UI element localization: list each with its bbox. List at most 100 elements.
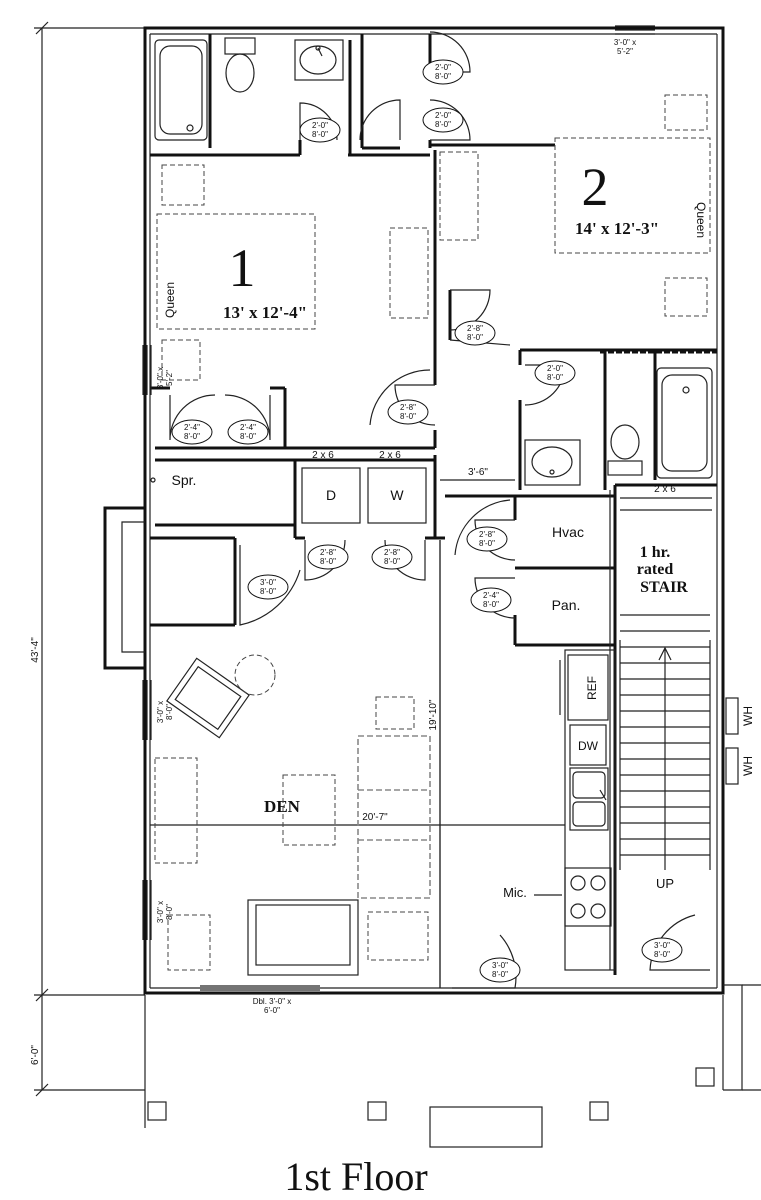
bedroom-2: Queen 2 14' x 12'-3" [439,94,711,317]
panel-label: Pan. [552,597,581,613]
door-tag-laundry-a: 2'-8"8'-0" [307,544,349,570]
floor-lamp [234,654,276,696]
dryer-label: D [326,487,336,503]
porch-step [429,1106,543,1148]
window-bedroom-1-label: 3'-0" x [156,367,165,389]
nightstand [161,339,201,381]
door-tag-oval [470,587,512,613]
window-bedroom-2-label: 5'-2" [617,47,633,56]
door-tag-text: 8'-0" [312,130,328,139]
door-tag-text: 3'-0" [654,941,670,950]
door-tag-oval [641,937,683,963]
bedroom-2-number: 2 [582,157,609,217]
stair: 1 hr. rated STAIR UP [619,497,712,891]
door-tag-bath2: 2'-0"8'-0" [534,360,576,386]
refrigerator [567,654,609,721]
toilet-2 [610,424,640,460]
refrigerator-label: REF [585,676,599,700]
door-tag-oval [422,107,464,133]
side-table [375,696,415,730]
stair-label-line3: STAIR [640,579,688,596]
window-den-lower-label: 3'-0" x [156,901,165,923]
porch-depth-label: 6'-0" [30,1045,41,1065]
door-tag-oval [454,320,496,346]
bedroom-1-number: 1 [229,238,256,298]
nightstand [664,277,708,317]
bed-1-label: Queen [163,282,177,318]
door-tag-text: 8'-0" [483,600,499,609]
water-heaters: WH WH [725,697,755,785]
door-tag-text: 8'-0" [467,333,483,342]
door-tag-oval [247,574,289,600]
door-tag-closet2b: 2'-0"8'-0" [422,107,464,133]
door-tag-text: 8'-0" [384,557,400,566]
door-tag-text: 8'-0" [435,72,451,81]
dryer [301,467,361,524]
armchair [166,657,250,739]
den-width-label: 20'-7" [362,812,388,823]
door-tag-text: 8'-0" [400,412,416,421]
bedroom-1: Queen 1 13' x 12'-4" [156,164,429,381]
water-heater-2-label: WH [741,756,755,776]
door-tag-text: 8'-0" [479,539,495,548]
stud-mid-label: 2 x 6 [379,450,401,461]
stair-label-line2: rated [637,561,674,578]
page-title: 1st Floor [284,1154,427,1199]
door-tag-closet1b: 2'-4"8'-0" [227,419,269,445]
door-tag-kitchen: 3'-0"8'-0" [479,957,521,983]
door-tag-oval [171,419,213,445]
door-tag-text: 8'-0" [240,432,256,441]
den-label: DEN [264,797,301,816]
door-tag-text: 3'-0" [260,578,276,587]
door-tag-text: 2'-4" [240,423,256,432]
porch-column [147,1101,167,1121]
doors [169,31,710,989]
interior-walls [150,34,717,988]
side-table [367,911,429,961]
door-tag-storage: 3'-0"8'-0" [247,574,289,600]
coffee-table [282,774,336,846]
window-bedroom-1-label: 5'-2" [165,370,174,386]
door-tag-text: 2'-0" [547,364,563,373]
door-tag-panel: 2'-4"8'-0" [470,587,512,613]
stud-right-label: 2 x 6 [654,484,676,495]
sink-1 [294,39,344,81]
queen-bed-1 [156,213,316,330]
door-tag-oval [307,544,349,570]
door-tags: 2'-0"8'-0"2'-0"8'-0"2'-0"8'-0"2'-8"8'-0"… [171,59,683,983]
door-tag-oval [466,526,508,552]
door-tag-text: 8'-0" [320,557,336,566]
window-den-upper-label: 3'-0" x [156,701,165,723]
porch-column [367,1101,387,1121]
drain-icon [186,124,194,132]
door-tag-text: 8'-0" [654,950,670,959]
stair-up-label: UP [656,876,674,891]
door-tag-text: 8'-0" [547,373,563,382]
window-bedroom-1: 3'-0" x 5'-2" [142,345,174,395]
porch-column [695,1067,715,1087]
door-tag-text: 3'-0" [492,961,508,970]
toilet-1 [225,53,255,93]
window-front-label: Dbl. 3'-0" x [253,997,292,1006]
door-tag-stair-door: 3'-0"8'-0" [641,937,683,963]
bedroom-1-size: 13' x 12'-4" [223,303,307,322]
porch [144,984,761,1148]
den: DEN 20'-7" 19'-10" [150,540,565,988]
overall-dimension: 43'-4" 6'-0" [30,21,145,1097]
door-tag-bed1-entry: 2'-8"8'-0" [387,399,429,425]
door-tag-text: 2'-8" [384,548,400,557]
door-tag-oval [227,419,269,445]
door-tag-closet2a: 2'-0"8'-0" [422,59,464,85]
door-tag-text: 2'-0" [435,63,451,72]
kitchen: REF DW Mic. [503,649,616,971]
microwave-label: Mic. [503,885,527,900]
sprinkler-label: Spr. [172,472,197,488]
washer [367,467,427,524]
door-tag-text: 2'-8" [479,530,495,539]
loveseat [247,899,359,976]
door-tag-oval [387,399,429,425]
window-bedroom-2: 3'-0" x 5'-2" [614,25,655,56]
door-tag-text: 8'-0" [260,587,276,596]
door-tag-bed2-entry: 2'-8"8'-0" [454,320,496,346]
